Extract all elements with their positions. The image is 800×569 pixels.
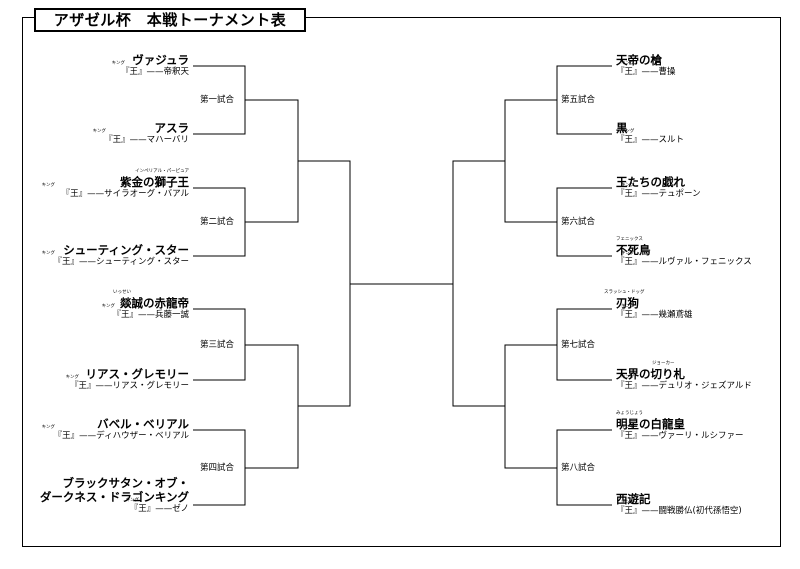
team-name-ruby: スラッシュ・ドッグ bbox=[604, 290, 645, 295]
team-right-8: 西遊記 キング『王』——闘戦勝仏(初代孫悟空) bbox=[616, 492, 800, 517]
bracket-line bbox=[504, 99, 557, 223]
team-left-8: ブラックサタン・オブ・ ダークネス・ドラゴンキング キング『王』——ゼノ bbox=[0, 476, 189, 515]
team-left-7: バベル・ベリアル キング『王』——ディハウザー・ベリアル bbox=[0, 417, 189, 442]
team-right-2: 黒 キング『王』——スルト bbox=[616, 121, 800, 146]
bracket-line bbox=[556, 308, 612, 381]
team-right-5: スラッシュ・ドッグ 刃狗 キング『王』——幾瀬鳶雄 bbox=[604, 290, 800, 321]
king-name: 『王』——ヴァーリ・ルシファー bbox=[616, 431, 744, 441]
team-name: 不死鳥 bbox=[616, 243, 651, 257]
bracket-line bbox=[245, 344, 299, 469]
bracket-line bbox=[452, 160, 505, 407]
team-name-ruby: みょうじょう bbox=[616, 411, 643, 416]
team-right-7: みょうじょう 明星の白龍皇 キング『王』——闘戦勝仏(初代孫悟空)『王』——ヴァ… bbox=[616, 411, 800, 442]
king-ruby: キング bbox=[125, 498, 139, 503]
team-name: シューティング・スター bbox=[63, 243, 189, 257]
king-name: 『王』——リアス・グレモリー bbox=[69, 381, 189, 391]
team-name-ruby: いっせい bbox=[113, 290, 131, 295]
match-label-2: 第二試合 bbox=[200, 217, 235, 227]
team-left-2: アスラ キング『王』——マハーバリ bbox=[0, 121, 189, 146]
bracket-line bbox=[556, 429, 612, 506]
match-label-8: 第八試合 bbox=[561, 463, 596, 473]
page-title-box: アザゼル杯 本戦トーナメント表 bbox=[34, 8, 306, 32]
team-name: 紫金の獅子王 bbox=[120, 175, 189, 189]
team-right-6: ジョーカー 天界の切り札 キング『王』——デュリオ・ジェズアルド bbox=[616, 361, 800, 392]
king-ruby: キング bbox=[92, 129, 106, 134]
team-name: ヴァジュラ bbox=[132, 53, 189, 67]
king-ruby: キング bbox=[65, 375, 79, 380]
team-name: 西遊記 bbox=[616, 492, 651, 506]
team-left-3: インペリアル・パーピュア 紫金の獅子王 キング『王』——サイラオーグ・バアル bbox=[0, 169, 189, 200]
bracket-line bbox=[298, 160, 351, 407]
king-ruby: キング bbox=[621, 375, 635, 380]
team-name: 天帝の槍 bbox=[616, 53, 662, 67]
match-label-7: 第七試合 bbox=[561, 340, 596, 350]
team-name: 黒 bbox=[616, 121, 628, 135]
king-name: 『王』——幾瀬鳶雄 bbox=[616, 310, 693, 320]
team-name: 燚誠の赤龍帝 bbox=[120, 296, 189, 310]
team-left-4: シューティング・スター キング『王』——シューティング・スター bbox=[0, 243, 189, 268]
team-name-ruby: インペリアル・パーピュア bbox=[135, 169, 189, 174]
king-ruby: キング bbox=[621, 129, 635, 134]
king-ruby: キング bbox=[41, 251, 55, 256]
king-name: 『王』——テュポーン bbox=[616, 189, 701, 199]
team-name-ruby: フェニックス bbox=[616, 237, 643, 242]
king-name: 『王』——兵藤一誠 bbox=[112, 310, 189, 320]
king-name: 『王』——サイラオーグ・バアル bbox=[61, 189, 189, 199]
king-name: 『王』——曹操 bbox=[616, 67, 676, 77]
king-ruby: キング bbox=[621, 251, 635, 256]
bracket-line bbox=[504, 344, 557, 469]
team-name: アスラ bbox=[154, 121, 190, 135]
bracket-line bbox=[556, 65, 612, 135]
team-name: リアス・グレモリー bbox=[85, 367, 190, 381]
team-name: バベル・ベリアル bbox=[97, 417, 189, 431]
team-left-6: リアス・グレモリー キング『王』——リアス・グレモリー bbox=[0, 367, 189, 392]
team-name: 刃狗 bbox=[616, 296, 639, 310]
page-title: アザゼル杯 本戦トーナメント表 bbox=[53, 11, 287, 29]
team-left-1: ヴァジュラ キング『王』——帝釈天 bbox=[0, 53, 189, 78]
match-label-3: 第三試合 bbox=[200, 340, 235, 350]
match-label-5: 第五試合 bbox=[561, 95, 596, 105]
team-name: 天界の切り札 bbox=[616, 367, 685, 381]
king-ruby: キング bbox=[621, 500, 635, 505]
match-label-1: 第一試合 bbox=[200, 95, 235, 105]
king-name: 『王』——スルト bbox=[616, 135, 685, 145]
team-right-3: 王たちの戯れ キング『王』——テュポーン bbox=[616, 175, 800, 200]
team-name: 王たちの戯れ bbox=[616, 175, 685, 189]
king-ruby: キング bbox=[621, 61, 635, 66]
team-name: ブラックサタン・オブ・ ダークネス・ドラゴンキング bbox=[39, 476, 189, 504]
match-label-6: 第六試合 bbox=[561, 217, 596, 227]
team-name-ruby: ジョーカー bbox=[652, 361, 675, 366]
team-right-4: フェニックス 不死鳥 キング『王』——ルヴァル・フェニックス bbox=[616, 237, 800, 268]
match-label-4: 第四試合 bbox=[200, 463, 235, 473]
king-ruby: キング bbox=[41, 183, 55, 188]
king-name: 『王』——デュリオ・ジェズアルド bbox=[616, 381, 752, 391]
team-left-5: いっせい 燚誠の赤龍帝 キング『王』——兵藤一誠 bbox=[0, 290, 189, 321]
king-name: 『王』——闘戦勝仏(初代孫悟空) bbox=[616, 506, 742, 516]
king-ruby: キング bbox=[621, 304, 635, 309]
team-right-1: 天帝の槍 キング『王』——曹操 bbox=[616, 53, 800, 78]
king-name: 『王』——マハーバリ bbox=[104, 135, 189, 145]
king-name: 『王』——ゼノ bbox=[129, 504, 189, 514]
king-ruby: キング bbox=[111, 61, 125, 66]
king-name: 『王』——ルヴァル・フェニックス bbox=[616, 257, 752, 267]
king-name: 『王』——帝釈天 bbox=[120, 67, 189, 77]
bracket-line bbox=[556, 187, 612, 257]
bracket-line bbox=[245, 99, 299, 223]
king-ruby: キング bbox=[621, 425, 635, 430]
king-name: 『王』——ディハウザー・ベリアル bbox=[53, 431, 189, 441]
king-name: 『王』——シューティング・スター bbox=[53, 257, 190, 267]
king-ruby: キング bbox=[101, 304, 115, 309]
king-ruby: キング bbox=[41, 425, 55, 430]
king-ruby: キング bbox=[621, 183, 635, 188]
bracket-frame bbox=[22, 17, 781, 547]
team-name: 明星の白龍皇 bbox=[616, 417, 685, 431]
